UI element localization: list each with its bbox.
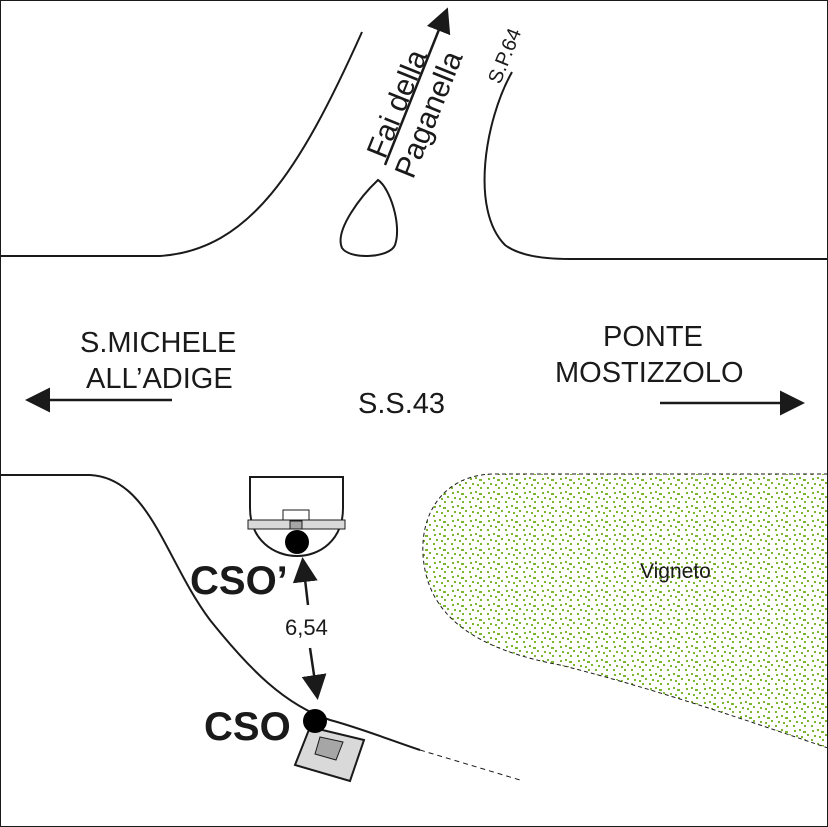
ss43-road-label: S.S.43 xyxy=(358,388,445,420)
cso-prime-label: CSO’ xyxy=(190,559,288,603)
traffic-island xyxy=(339,178,399,257)
east-dir-label-line2: MOSTIZZOLO xyxy=(555,357,744,389)
cso-prime-point xyxy=(285,530,309,554)
west-dir-label-line1: S.MICHELE xyxy=(80,327,236,359)
road-edge-southwest xyxy=(0,474,421,751)
sp64-road-label: S.P.64 xyxy=(484,25,526,87)
road-edge-northwest xyxy=(0,31,363,257)
north-arrow xyxy=(383,7,451,166)
vineyard-area xyxy=(422,473,828,749)
road-edge-northeast xyxy=(483,71,828,260)
west-dir-label-line2: ALL’ADIGE xyxy=(86,363,233,395)
road-edges xyxy=(0,31,828,751)
cso-structure xyxy=(293,725,366,783)
distance-arrow-up xyxy=(292,557,318,606)
cso-label: CSO xyxy=(204,705,291,749)
cso-prime-structure xyxy=(247,476,346,558)
distance-label: 6,54 xyxy=(285,615,328,640)
east-dir-label-line1: PONTE xyxy=(603,321,703,353)
distance-arrow-down xyxy=(301,647,327,700)
road-edge-dashed xyxy=(419,749,521,781)
vineyard-label: Vigneto xyxy=(640,560,711,583)
cso-point xyxy=(303,709,327,733)
